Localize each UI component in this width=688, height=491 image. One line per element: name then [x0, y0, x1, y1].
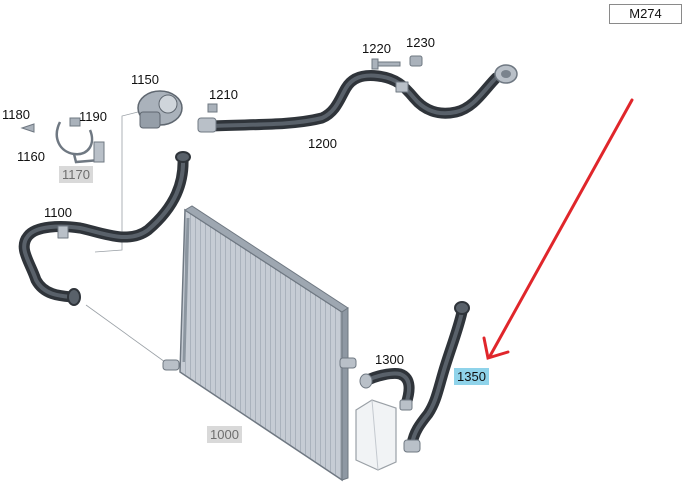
- callout-1100[interactable]: 1100: [44, 205, 72, 220]
- callout-1180[interactable]: 1180: [2, 107, 30, 122]
- fitting-1210[interactable]: [207, 103, 218, 113]
- callout-1300[interactable]: 1300: [375, 352, 404, 367]
- radiator-1000[interactable]: [162, 205, 357, 482]
- callout-1350[interactable]: 1350: [454, 368, 489, 385]
- bracket-1160[interactable]: [55, 121, 105, 164]
- model-code-label: M274: [609, 4, 682, 24]
- bolt-1220[interactable]: [371, 58, 401, 70]
- callout-1190[interactable]: 1190: [79, 109, 107, 124]
- hose-1100[interactable]: [18, 151, 191, 306]
- sleeve-1230[interactable]: [409, 55, 423, 67]
- water-pump-1150[interactable]: [137, 90, 183, 129]
- clip-1180[interactable]: [20, 123, 35, 133]
- callout-1220[interactable]: 1220: [362, 41, 391, 56]
- leader-lines: [85, 111, 166, 363]
- callout-1170[interactable]: 1170: [59, 166, 93, 183]
- expansion-tank: [355, 399, 397, 471]
- hose-1350[interactable]: [403, 301, 470, 453]
- callout-1210[interactable]: 1210: [209, 87, 238, 102]
- callout-1160[interactable]: 1160: [17, 149, 45, 164]
- callout-1230[interactable]: 1230: [406, 35, 435, 50]
- red-arrow-icon: [482, 98, 634, 360]
- hose-1200[interactable]: [197, 64, 518, 133]
- callout-1150[interactable]: 1150: [131, 72, 159, 87]
- callout-1200[interactable]: 1200: [308, 136, 337, 151]
- screw-1190[interactable]: [69, 117, 81, 127]
- hose-1300[interactable]: [359, 368, 415, 411]
- callout-1000[interactable]: 1000: [207, 426, 242, 443]
